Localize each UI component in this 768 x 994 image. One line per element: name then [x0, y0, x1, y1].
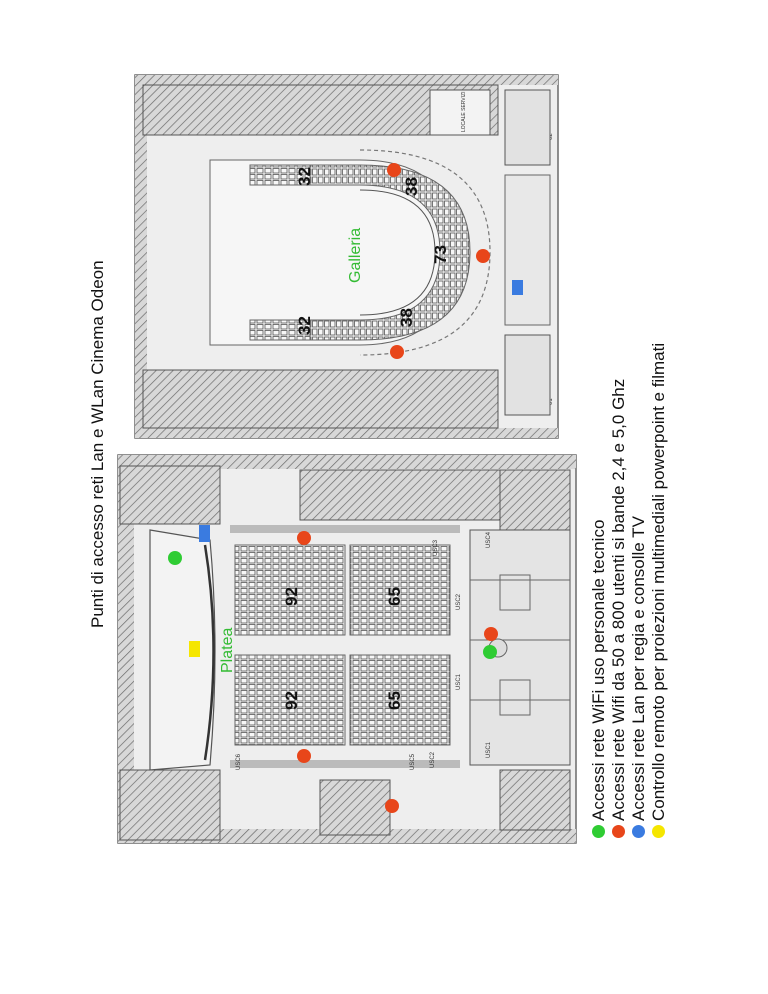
galleria-block-label: 32	[295, 316, 314, 335]
galleria-block-label: 38	[402, 177, 421, 196]
wifi-users-access-point	[476, 249, 490, 263]
door-label: USC1	[486, 741, 492, 758]
wifi-tech-access-point	[168, 551, 182, 565]
platea-plan: 92 92 65 65 Platea USC3 USC2 USC1 USC4 U…	[117, 454, 577, 844]
galleria-block-label: 38	[397, 308, 416, 327]
wifi-tech-access-point	[483, 645, 497, 659]
room-label: LOCALE SERVIZI	[461, 92, 467, 132]
room-label: 02	[548, 133, 554, 140]
door-label: USC4	[486, 531, 492, 548]
door-label: USC5	[410, 753, 416, 770]
legend-item: Accessi rete Lan per regia e consolle TV	[629, 516, 649, 838]
wifi-tech-swatch	[592, 825, 605, 838]
legend-label: Accessi rete Lan per regia e consolle TV	[629, 516, 648, 821]
door-label: USC1	[456, 673, 462, 690]
wifi-users-swatch	[612, 825, 625, 838]
galleria-block-label: 32	[295, 167, 314, 186]
door-label: USC3	[433, 539, 439, 556]
legend-label: Controllo remoto per proiezioni multimed…	[649, 342, 668, 821]
lan-swatch	[632, 825, 645, 838]
door-label: USC6	[236, 753, 242, 770]
lan-access-point	[199, 525, 210, 542]
door-label: USC2	[456, 593, 462, 610]
page-title: Punti di accesso reti Lan e WLan Cinema …	[88, 260, 107, 628]
legend-item: Accessi rete WiFi uso personale tecnico	[589, 520, 609, 838]
wifi-users-access-point	[297, 749, 311, 763]
platea-label: Platea	[219, 628, 236, 673]
galleria-label: Galleria	[347, 228, 364, 283]
wifi-users-access-point	[484, 627, 498, 641]
platea-block-label: 92	[282, 587, 301, 606]
lan-access-point	[512, 280, 523, 295]
platea-block-label: 65	[385, 587, 404, 606]
wifi-users-access-point	[387, 163, 401, 177]
wifi-users-access-point	[297, 531, 311, 545]
remote-control-swatch	[652, 825, 665, 838]
galleria-plan: LOCALE SERVIZI 02 01 32 32 38 38 73 Gall…	[134, 74, 559, 439]
remote-control-point	[189, 641, 200, 657]
legend-label: Accessi rete WiFi uso personale tecnico	[589, 519, 608, 821]
platea-block-label: 65	[385, 691, 404, 710]
legend-item: Accessi rete Wifi da 50 a 800 utenti si …	[609, 379, 629, 838]
platea-block-label: 92	[282, 691, 301, 710]
door-label: USC2	[430, 751, 436, 768]
legend-label: Accessi rete Wifi da 50 a 800 utenti si …	[609, 378, 628, 821]
legend-item: Controllo remoto per proiezioni multimed…	[649, 343, 669, 838]
wifi-users-access-point	[390, 345, 404, 359]
galleria-block-label: 73	[431, 245, 450, 264]
wifi-users-access-point	[385, 799, 399, 813]
room-label: 01	[548, 398, 554, 405]
